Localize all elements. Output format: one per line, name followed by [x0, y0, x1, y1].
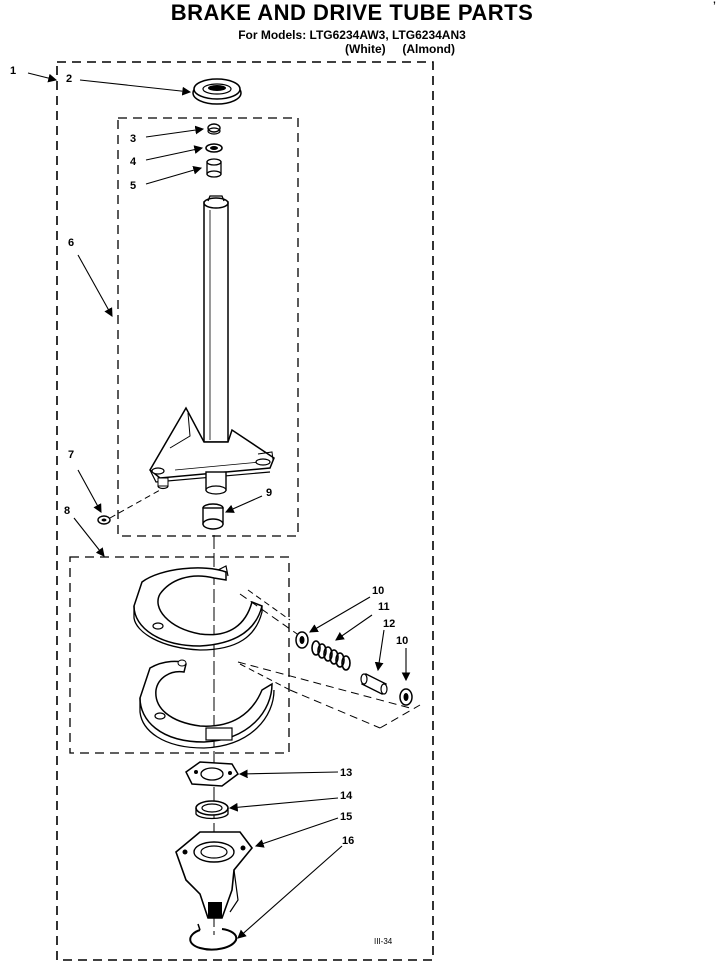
bushing-5 [206, 158, 222, 178]
pin-12 [360, 673, 388, 695]
callout-4: 4 [130, 156, 137, 168]
callout-12: 12 [383, 618, 395, 630]
leader-lines [27, 72, 411, 939]
snap-ring-16 [189, 923, 238, 951]
callout-5: 5 [130, 180, 136, 192]
callout-numbers: 1 2 3 4 5 6 7 8 9 10 11 12 10 13 14 15 1… [10, 65, 408, 847]
small-washer-3 [207, 123, 221, 135]
spring-11 [311, 640, 351, 671]
ring-14 [195, 800, 229, 820]
brake-cam-15 [175, 831, 254, 919]
nut-7 [97, 489, 161, 525]
callout-7: 7 [68, 449, 74, 461]
models-line: For Models: LTG6234AW3, LTG6234AN3 [238, 28, 466, 42]
color-labels: (White) (Almond) [40, 42, 720, 56]
callout-10-upper: 10 [372, 585, 384, 597]
callout-10-lower: 10 [396, 635, 408, 647]
callout-2: 2 [66, 73, 72, 85]
callout-15: 15 [340, 811, 352, 823]
brake-subassembly-boundary [69, 556, 290, 754]
brake-shoe-upper [133, 565, 291, 651]
seal-13 [185, 761, 239, 787]
brake-shoe-lower [139, 659, 291, 749]
page-title: BRAKE AND DRIVE TUBE PARTS [170, 0, 534, 25]
page-reference: III-34 [374, 937, 393, 946]
callout-6: 6 [68, 237, 74, 249]
callout-16: 16 [342, 835, 354, 847]
washer-10-left [295, 631, 309, 649]
color-almond-label: (Almond) [402, 42, 455, 56]
callout-1: 1 [10, 65, 16, 77]
callout-9: 9 [266, 487, 272, 499]
seal-part [192, 78, 242, 105]
callout-8: 8 [64, 505, 70, 517]
color-white-label: (White) [345, 42, 386, 56]
callout-13: 13 [340, 767, 352, 779]
ring-4 [205, 143, 223, 153]
drive-tube [149, 195, 275, 495]
drive-tube-subassembly-boundary [117, 117, 299, 537]
bushing-9 [202, 503, 224, 530]
callout-11: 11 [378, 601, 390, 613]
corner-mark: ’ [712, 0, 716, 14]
washer-10-right [399, 688, 413, 706]
assembly-boundary [56, 61, 434, 961]
callout-3: 3 [130, 133, 136, 145]
callout-14: 14 [340, 790, 353, 802]
